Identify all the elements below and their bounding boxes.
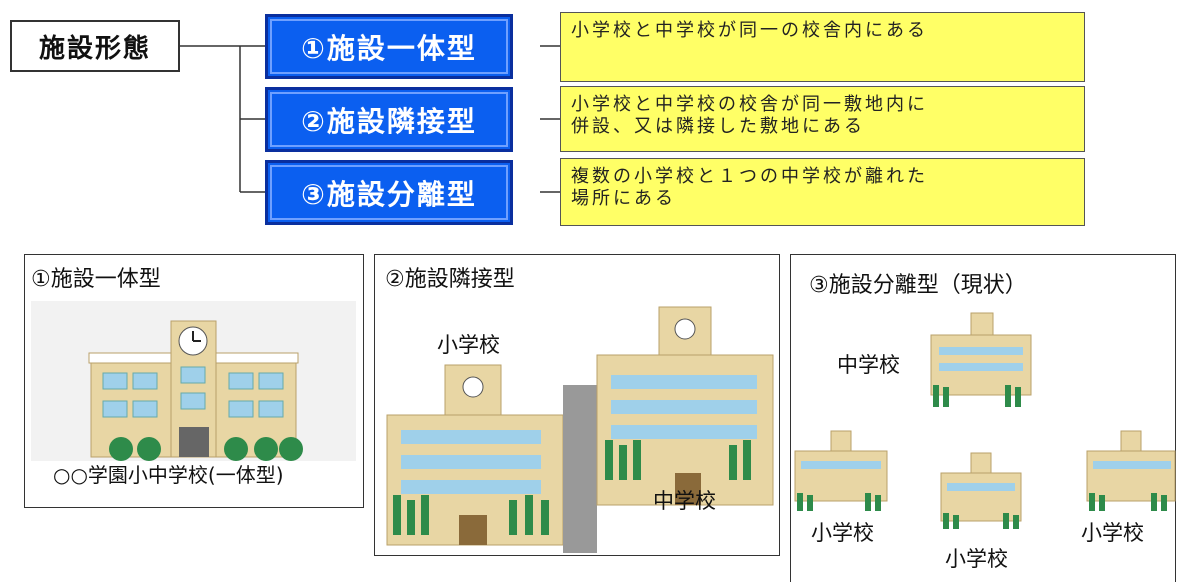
desc-separated-line-1: 複数の小学校と１つの中学校が離れた	[571, 166, 928, 187]
desc-separated: 複数の小学校と１つの中学校が離れた 場所にある	[560, 158, 1085, 226]
panel-adjacent: ②施設隣接型 小学校 中学校	[374, 254, 780, 556]
panel-separated-title: ③施設分離型（現状）	[809, 273, 1027, 298]
desc-separated-line-2: 場所にある	[571, 188, 676, 209]
type-separated-box: ③施設分離型	[265, 160, 513, 225]
desc-adjacent-line-1: 小学校と中学校の校舎が同一敷地内に	[571, 94, 928, 115]
panel-separated: ③施設分離型（現状） 中学校 小学校 小学校 小学校	[790, 254, 1176, 582]
desc-integrated: 小学校と中学校が同一の校舎内にある	[560, 12, 1085, 82]
desc-adjacent: 小学校と中学校の校舎が同一敷地内に 併設、又は隣接した敷地にある	[560, 86, 1085, 152]
separated-schools-illustration	[794, 312, 1176, 529]
adjacent-schools-illustration	[386, 306, 774, 553]
type-adjacent-box: ②施設隣接型	[265, 87, 513, 152]
integrated-caption: ○○学園小中学校(一体型)	[53, 463, 284, 487]
panel-integrated-title: ①施設一体型	[31, 267, 161, 292]
facility-form-root: 施設形態	[10, 20, 180, 72]
integrated-school-illustration	[31, 301, 356, 461]
separated-elementary-label-2: 小学校	[945, 547, 1008, 571]
adjacent-junior-label: 中学校	[653, 489, 716, 513]
panel-integrated: ①施設一体型 ○○学園小中学校(一体型)	[24, 254, 364, 508]
desc-adjacent-line-2: 併設、又は隣接した敷地にある	[571, 116, 865, 137]
desc-integrated-line-1: 小学校と中学校が同一の校舎内にある	[571, 20, 928, 41]
adjacent-elementary-label: 小学校	[437, 333, 500, 357]
type-integrated-box: ①施設一体型	[265, 14, 513, 79]
panel-adjacent-title: ②施設隣接型	[385, 267, 515, 292]
separated-junior-label: 中学校	[837, 353, 900, 377]
separated-elementary-label-1: 小学校	[811, 521, 874, 545]
separated-elementary-label-3: 小学校	[1081, 521, 1144, 545]
